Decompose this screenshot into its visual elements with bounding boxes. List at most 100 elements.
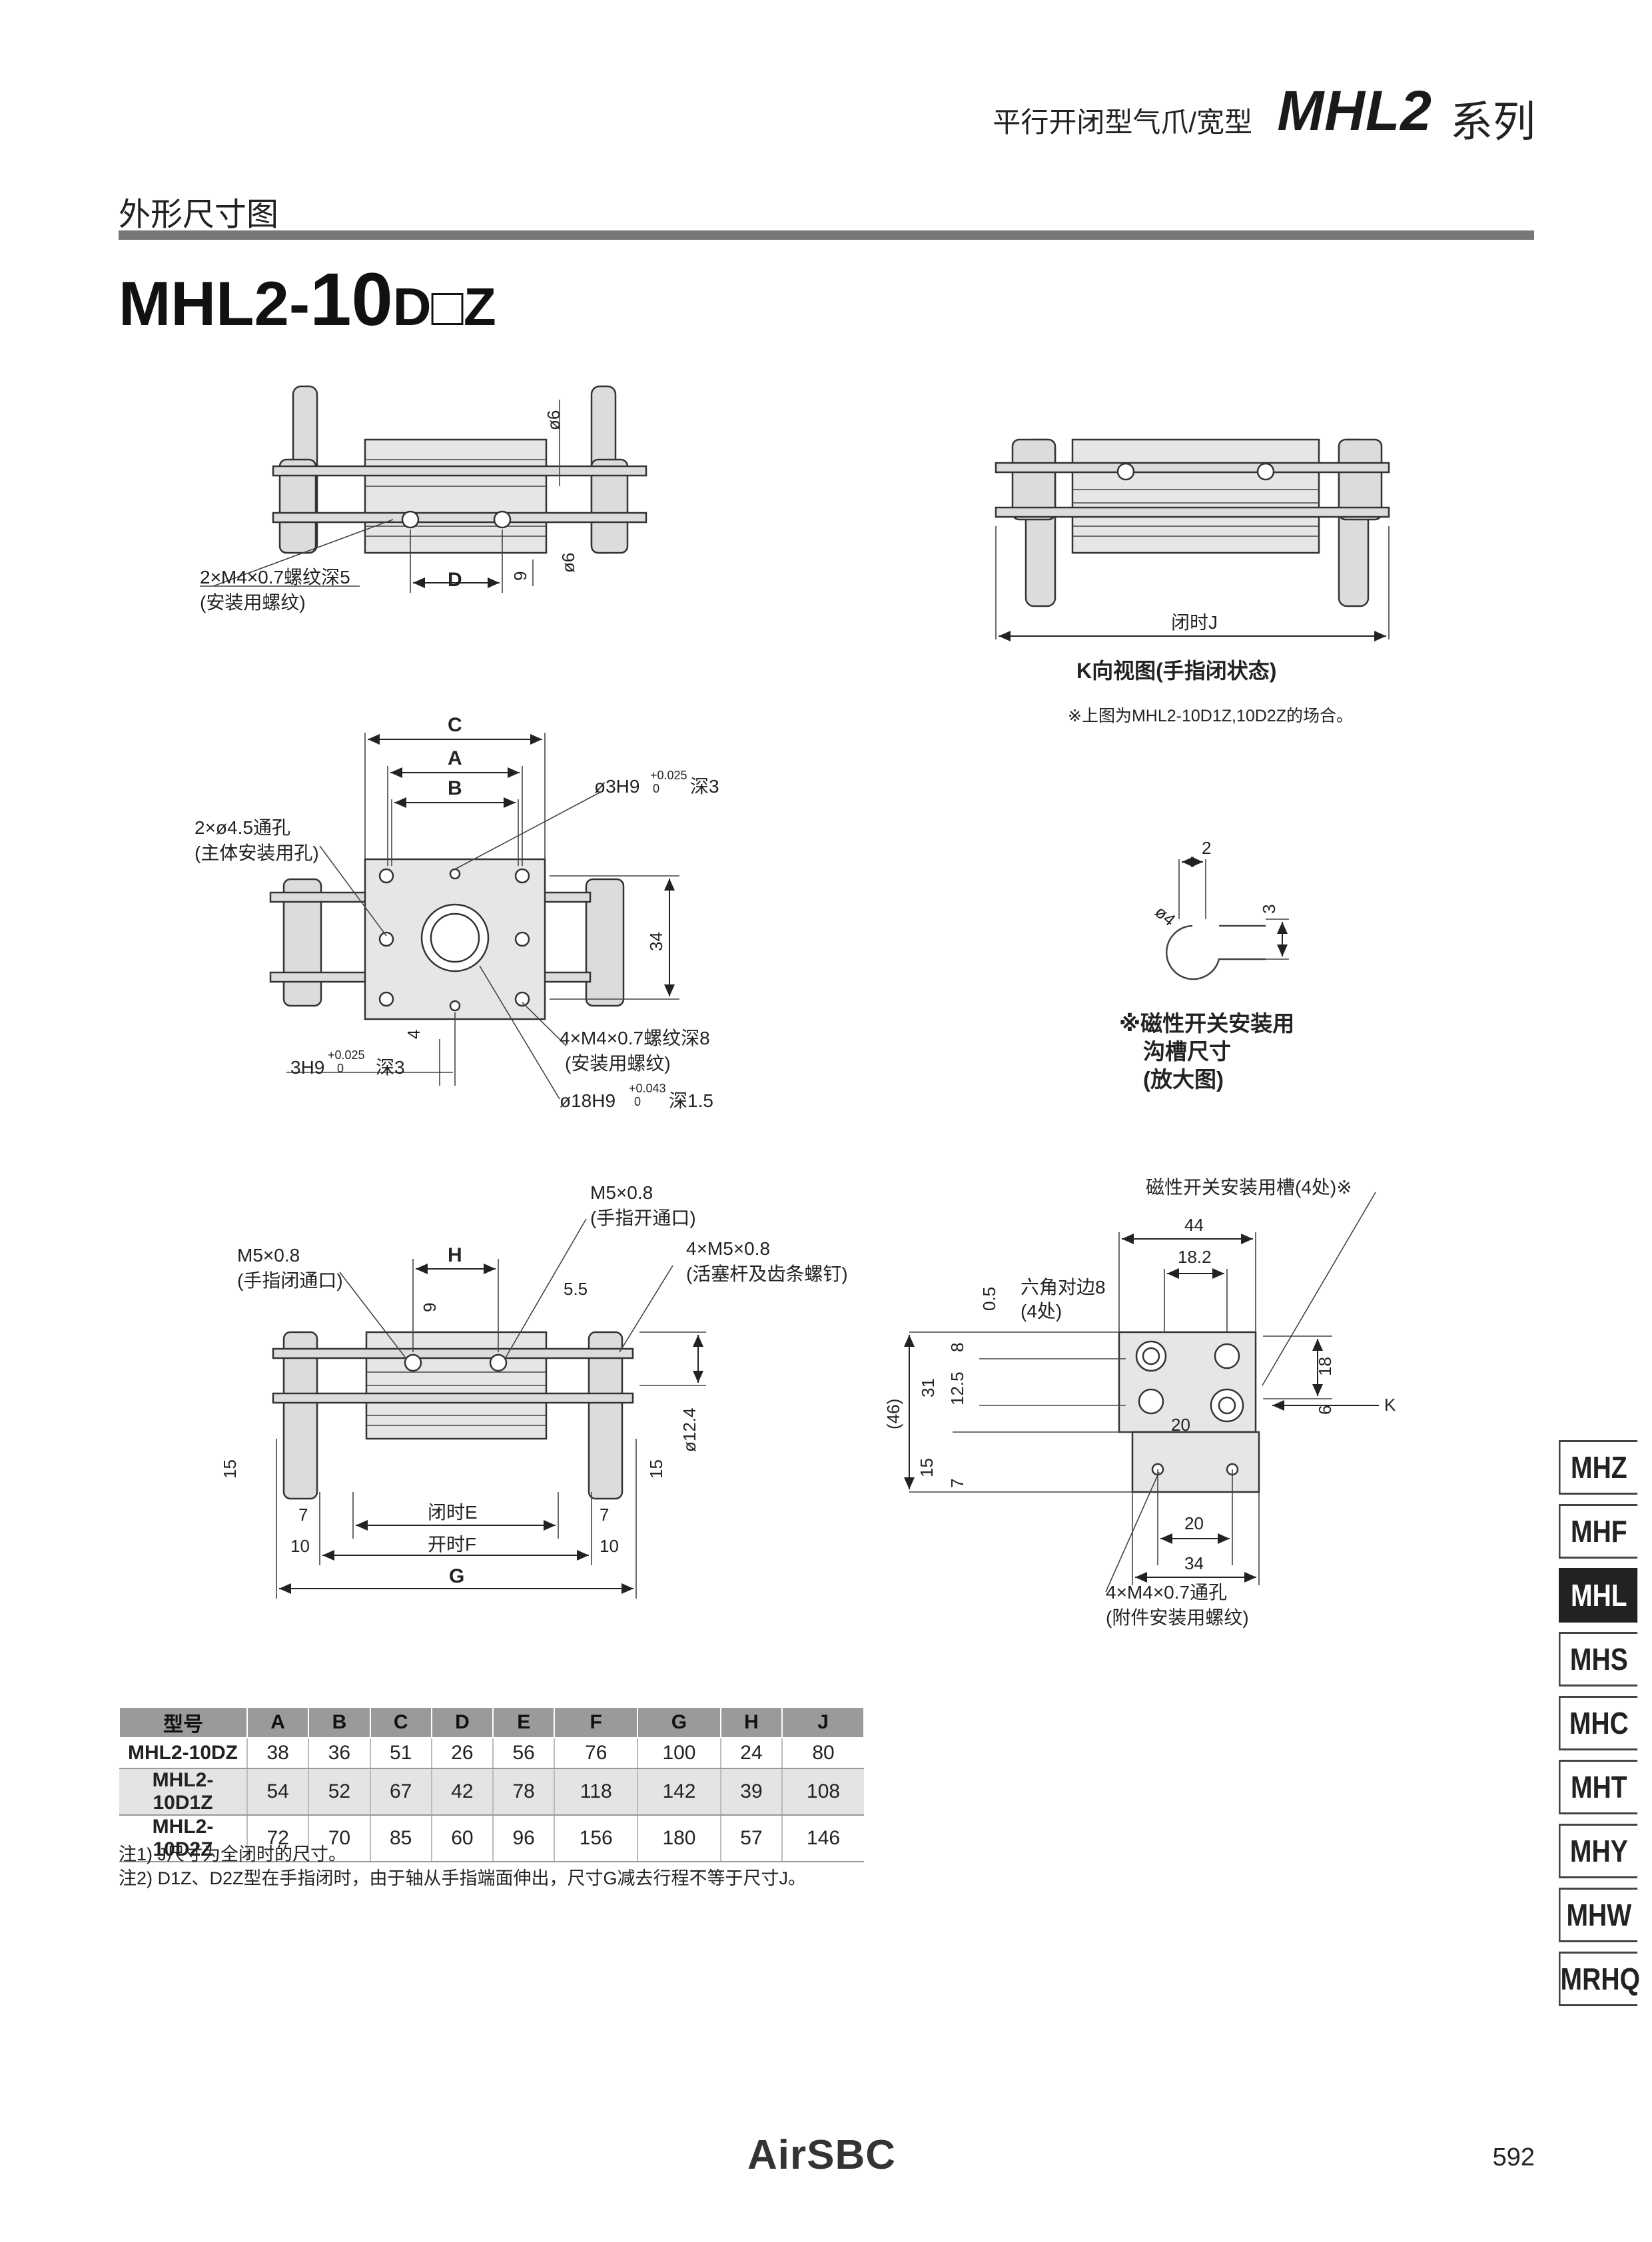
section-divider <box>119 230 1534 240</box>
table-cell: 26 <box>430 1738 494 1769</box>
table-cell: 142 <box>637 1768 721 1816</box>
table-cell: 51 <box>369 1738 432 1769</box>
tab-mhc[interactable]: MHC <box>1559 1696 1638 1750</box>
tab-mrhq[interactable]: MRHQ <box>1559 1952 1640 2006</box>
top-dim-9: 9 <box>510 571 530 581</box>
front-hole-note: 2×ø4.5通孔 <box>195 817 290 838</box>
end-thread-sub: (附件安装用螺纹) <box>1106 1607 1249 1628</box>
table-header: J <box>781 1706 865 1738</box>
side-dim-15-left: 15 <box>220 1459 240 1479</box>
front-hole-sub: (主体安装用孔) <box>195 843 319 863</box>
side-port-open: M5×0.8 <box>590 1182 653 1203</box>
front-bore-tol-low: 0 <box>634 1095 641 1108</box>
groove-detail <box>1166 857 1289 980</box>
table-cell: 156 <box>554 1815 638 1862</box>
front-thread-note: 4×M4×0.7螺纹深8 <box>560 1028 710 1048</box>
table-header: A <box>246 1706 310 1738</box>
table-header: G <box>637 1706 721 1738</box>
table-cell: 67 <box>369 1768 432 1816</box>
series-tabs: MHZ MHF MHL MHS MHC MHT MHY MHW MRHQ <box>1559 1440 1652 2016</box>
side-dim-7-right: 7 <box>600 1505 609 1525</box>
front-dim-C: C <box>448 714 462 736</box>
table-cell: 38 <box>246 1738 309 1769</box>
front-thread-sub: (安装用螺纹) <box>565 1053 671 1074</box>
front-dim-34: 34 <box>646 932 666 951</box>
series-suffix: 系列 <box>1450 98 1535 146</box>
side-dim-15-right: 15 <box>646 1459 666 1479</box>
end-dim-31: 31 <box>918 1378 938 1397</box>
top-dim-d6-lower: ø6 <box>558 553 578 573</box>
tab-mht[interactable]: MHT <box>1559 1760 1638 1814</box>
end-dim-12-5: 12.5 <box>947 1371 967 1405</box>
table-cell-model: MHL2-10DZ <box>119 1738 247 1769</box>
end-dim-18-2: 18.2 <box>1178 1247 1212 1267</box>
front-pin-tol-low: 0 <box>653 782 659 795</box>
front-bore: ø18H9 <box>560 1090 616 1111</box>
side-dim-G: G <box>449 1565 464 1587</box>
table-cell: 39 <box>719 1768 783 1816</box>
tab-mhf[interactable]: MHF <box>1559 1504 1638 1559</box>
groove-dim-3: 3 <box>1259 905 1279 914</box>
side-port-close: M5×0.8 <box>237 1245 300 1266</box>
end-dim-K: K <box>1384 1395 1396 1415</box>
end-dim-7: 7 <box>947 1479 967 1488</box>
end-dim-18: 18 <box>1315 1357 1335 1376</box>
groove-dim-2: 2 <box>1202 838 1211 858</box>
end-dim-8: 8 <box>947 1343 967 1352</box>
side-dim-10-right: 10 <box>600 1536 619 1556</box>
end-thread-note: 4×M4×0.7通孔 <box>1106 1582 1227 1603</box>
front-slot-tol-low: 0 <box>337 1062 344 1075</box>
groove-title-2: 沟槽尺寸 <box>1143 1039 1231 1064</box>
tab-mhl[interactable]: MHL <box>1559 1568 1638 1623</box>
side-dim-9: 9 <box>420 1303 440 1312</box>
tab-mhz[interactable]: MHZ <box>1559 1440 1638 1495</box>
end-view <box>904 1192 1379 1593</box>
table-row: MHL2-10D1Z 54 52 67 42 78 118 142 39 108 <box>119 1768 864 1816</box>
table-cell: 54 <box>246 1768 309 1816</box>
side-screws-sub: (活塞杆及齿条螺钉) <box>686 1264 848 1284</box>
end-dim-44: 44 <box>1184 1215 1204 1235</box>
side-closed-E: 闭时E <box>428 1502 478 1523</box>
kview-closed-j: 闭时J <box>1171 612 1218 633</box>
groove-title-3: (放大图) <box>1143 1067 1224 1092</box>
note-2: 注2) D1Z、D2Z型在手指闭时，由于轴从手指端面伸出，尺寸G减去行程不等于尺… <box>119 1868 807 1888</box>
front-pin-hole: ø3H9 <box>594 776 639 797</box>
top-thread-note: 2×M4×0.7螺纹深5 <box>200 567 350 587</box>
table-header: E <box>492 1706 556 1738</box>
end-dim-46: (46) <box>883 1399 903 1429</box>
series-name: MHL2 <box>1277 79 1432 142</box>
tab-mhs[interactable]: MHS <box>1559 1632 1638 1686</box>
table-cell: 60 <box>430 1815 494 1862</box>
table-cell: 56 <box>492 1738 555 1769</box>
table-cell-model: MHL2-10D1Z <box>119 1768 247 1816</box>
table-cell: 80 <box>781 1738 864 1769</box>
side-dim-10-left: 10 <box>290 1536 310 1556</box>
note-1: 注1) J尺寸为全闭时的尺寸。 <box>119 1844 347 1864</box>
top-thread-sub: (安装用螺纹) <box>200 592 306 613</box>
side-dim-H: H <box>448 1244 462 1266</box>
side-dim-d12-4: ø12.4 <box>679 1408 699 1453</box>
table-cell: 146 <box>781 1815 864 1862</box>
model-prefix: MHL2- <box>119 268 310 338</box>
table-header: C <box>369 1706 432 1738</box>
front-view <box>269 733 679 1100</box>
table-cell: 52 <box>308 1768 370 1816</box>
end-dim-20-bottom: 20 <box>1184 1513 1204 1533</box>
table-cell: 96 <box>492 1815 555 1862</box>
front-pin-tol-up: +0.025 <box>650 769 687 782</box>
end-dim-34: 34 <box>1184 1553 1204 1573</box>
groove-title-1: ※磁性开关安装用 <box>1119 1011 1294 1036</box>
top-dim-d6-upper: ø6 <box>544 410 564 430</box>
table-header: F <box>554 1706 639 1738</box>
front-dim-B: B <box>448 777 462 799</box>
table-cell: 108 <box>781 1768 864 1816</box>
front-dim-4: 4 <box>404 1030 424 1039</box>
table-row: MHL2-10DZ 38 36 51 26 56 76 100 24 80 <box>119 1738 864 1769</box>
series-subtitle: 平行开闭型气爪/宽型 <box>993 107 1252 138</box>
tab-mhy[interactable]: MHY <box>1559 1824 1638 1878</box>
model-title: MHL2-10D□Z <box>119 256 496 342</box>
table-cell: 36 <box>308 1738 370 1769</box>
table-cell: 70 <box>308 1815 370 1862</box>
tab-mhw[interactable]: MHW <box>1559 1888 1638 1942</box>
